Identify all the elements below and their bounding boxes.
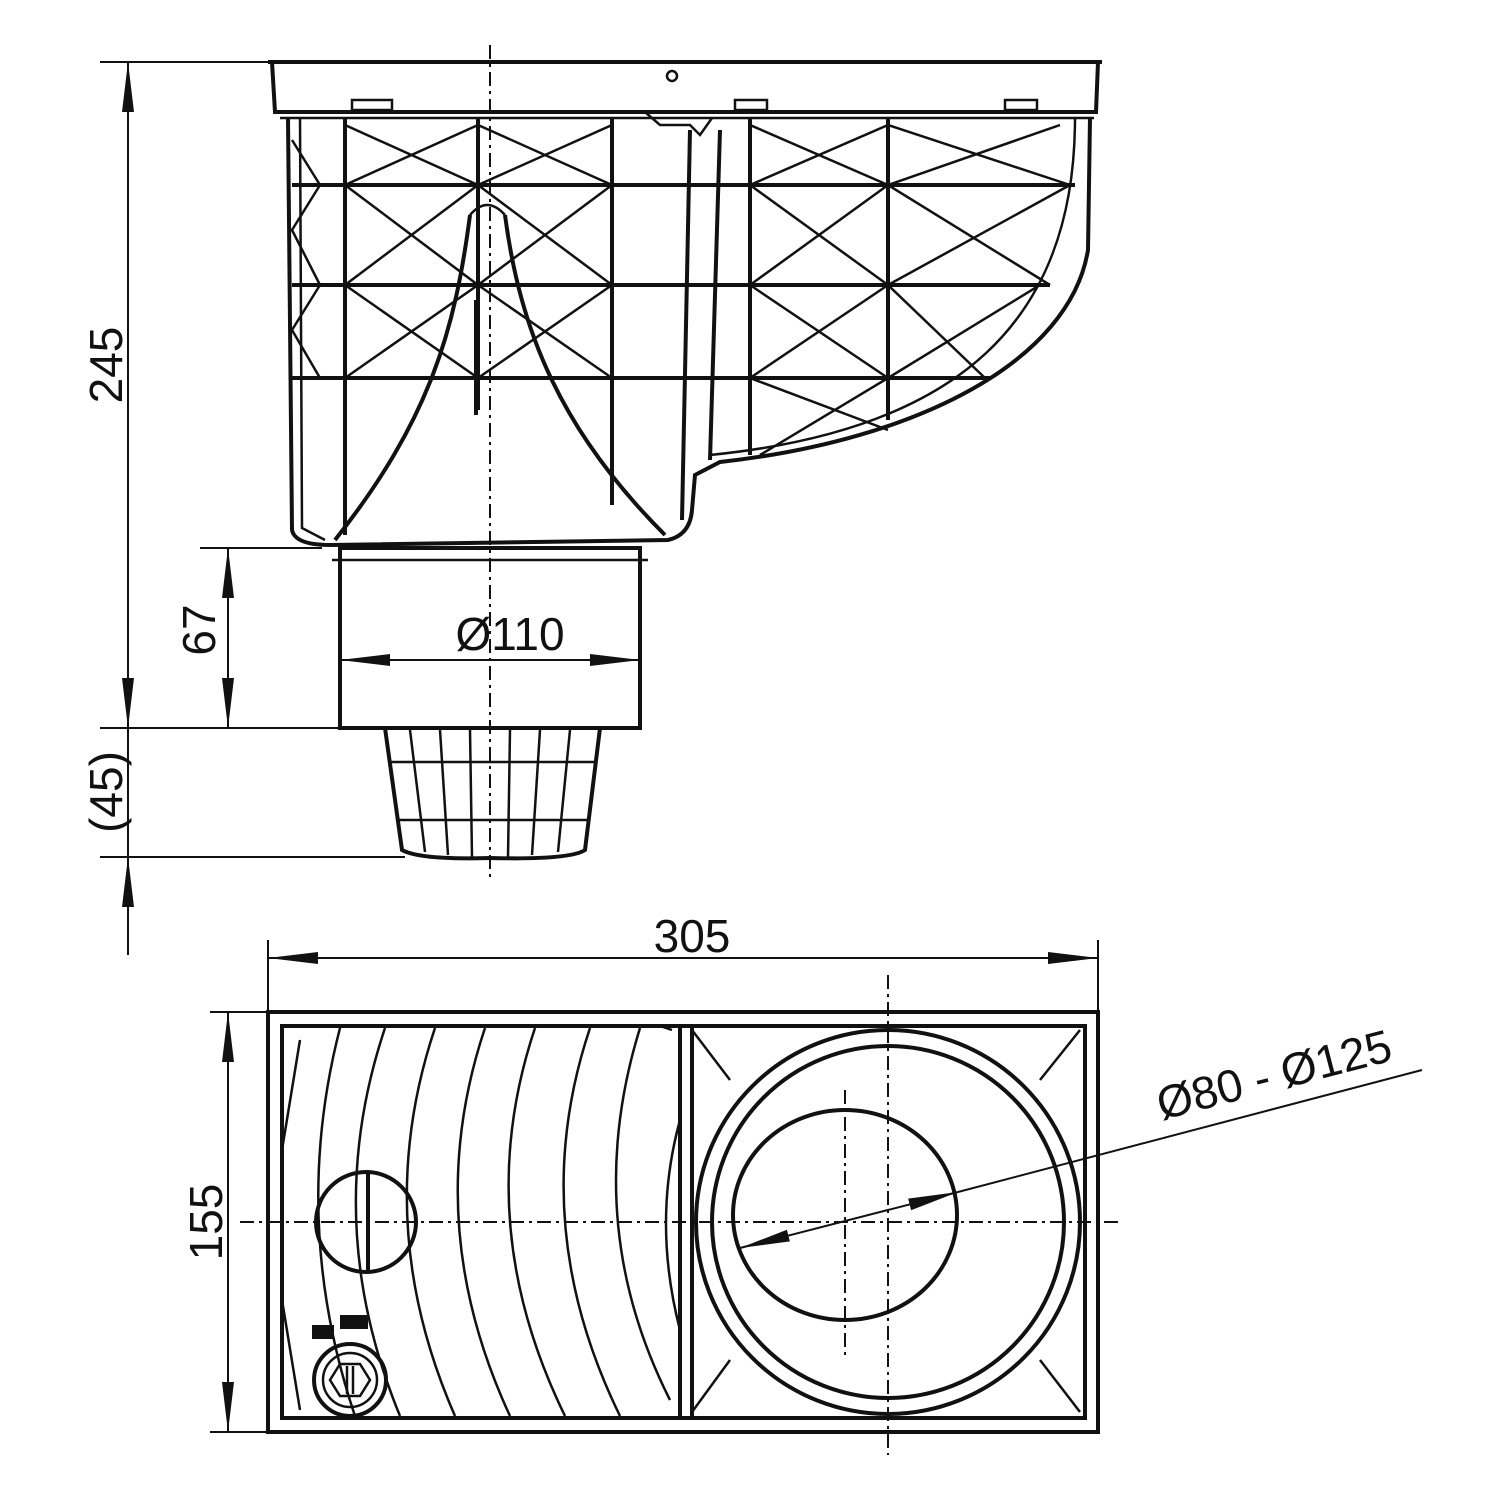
- dim-outlet-height: 67: [173, 604, 225, 655]
- lid: [268, 60, 1102, 137]
- dim-inlet-diameter-range: Ø80 - Ø125: [1151, 1019, 1397, 1130]
- dim-outlet-diameter: Ø110: [455, 608, 564, 660]
- top-view: [240, 975, 1120, 1455]
- side-dimensions: 245 67 (45) Ø110: [80, 61, 640, 955]
- basket-outline: [286, 117, 1092, 548]
- dim-width: 305: [654, 910, 731, 962]
- strainer: [383, 727, 602, 861]
- dim-depth: 155: [180, 1184, 232, 1261]
- dim-strainer-height: (45): [80, 751, 132, 833]
- side-view: [268, 45, 1102, 880]
- valve-knob: [312, 1315, 388, 1418]
- basket-grid: [290, 118, 1075, 542]
- dim-height-total: 245: [80, 327, 132, 404]
